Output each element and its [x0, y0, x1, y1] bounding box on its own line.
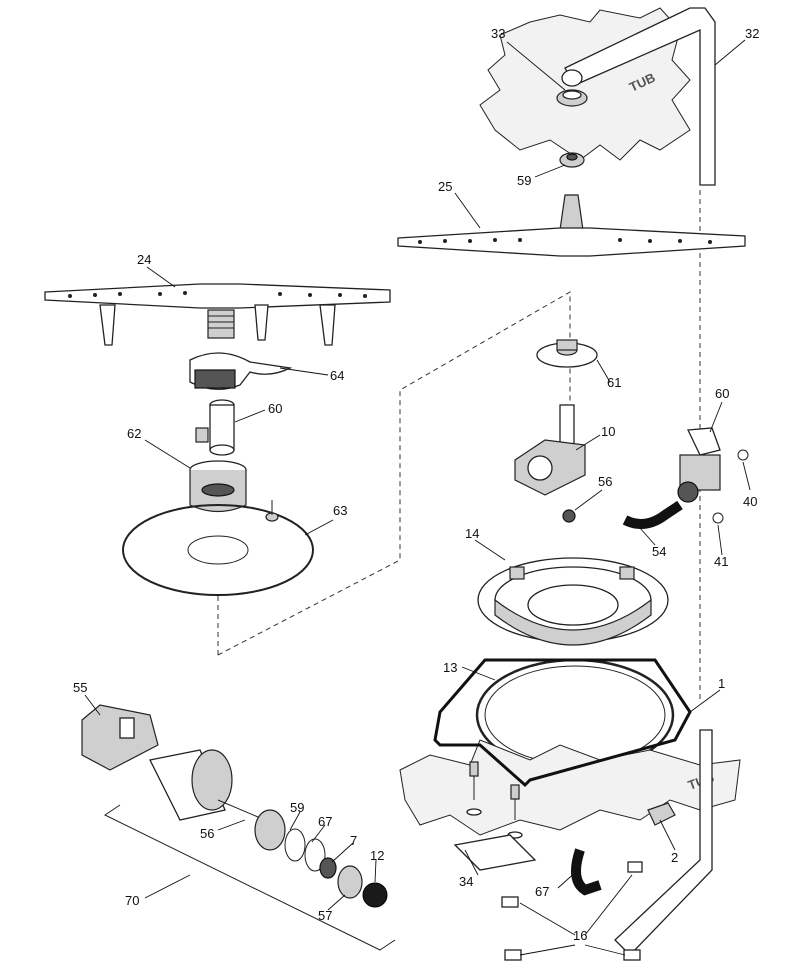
lower-tub-section: TUB	[399, 739, 741, 836]
part-41	[712, 512, 724, 524]
part-65	[122, 500, 314, 596]
callout-64: 62	[127, 426, 141, 441]
callout-41: 41	[714, 554, 728, 569]
callout-66: 64	[330, 368, 344, 383]
callout-10: 10	[601, 424, 615, 439]
part-67-hose	[571, 848, 602, 896]
callout-12: 12	[370, 848, 384, 863]
callout-57: 57	[318, 908, 332, 923]
part-10	[514, 404, 586, 496]
part-2	[647, 802, 676, 826]
callout-59: 59	[290, 800, 304, 815]
callout-67-top: 67	[318, 814, 332, 829]
callout-7: 7	[350, 833, 357, 848]
part-40	[737, 449, 749, 461]
part-54	[622, 500, 683, 529]
callout-14: 14	[465, 526, 479, 541]
fasteners	[466, 761, 523, 839]
callout-61: 59	[517, 173, 531, 188]
callout-65: 63	[333, 503, 347, 518]
upper-spray-arm	[397, 194, 746, 257]
motor-assembly	[81, 704, 396, 951]
upper-tub-section: TUB	[479, 7, 716, 186]
lower-spray-arm	[44, 283, 391, 346]
callout-67-bottom: 67	[535, 884, 549, 899]
part-14	[477, 557, 669, 646]
callout-24: 24	[137, 252, 151, 267]
callout-63: 61	[607, 375, 621, 390]
part-58	[562, 509, 576, 523]
callout-62: 60	[268, 401, 282, 416]
callout-58: 56	[598, 474, 612, 489]
callout-25: 25	[438, 179, 452, 194]
leader-lines	[84, 39, 751, 956]
callout-60: 60	[715, 386, 729, 401]
part-60	[677, 427, 721, 503]
part-1-heater	[433, 658, 692, 788]
callout-55: 55	[73, 680, 87, 695]
part-62	[195, 399, 235, 456]
callout-2: 2	[671, 850, 678, 865]
part-66	[189, 352, 293, 390]
callout-40: 40	[743, 494, 757, 509]
callout-33: 33	[491, 26, 505, 41]
callout-34: 34	[459, 874, 473, 889]
callout-32: 32	[745, 26, 759, 41]
part-64	[189, 460, 247, 513]
callout-16: 16	[573, 928, 587, 943]
callout-56: 56	[200, 826, 214, 841]
callout-70: 70	[125, 893, 139, 908]
callout-54: 54	[652, 544, 666, 559]
part-34	[453, 834, 537, 871]
callout-1: 1	[718, 676, 725, 691]
alignment-box-left	[217, 291, 571, 656]
part-63	[536, 339, 598, 368]
callout-13: 13	[443, 660, 457, 675]
callout-labels: 33 32 59 25 24 64 60 62 63 61 10 56 60 4…	[73, 26, 759, 943]
